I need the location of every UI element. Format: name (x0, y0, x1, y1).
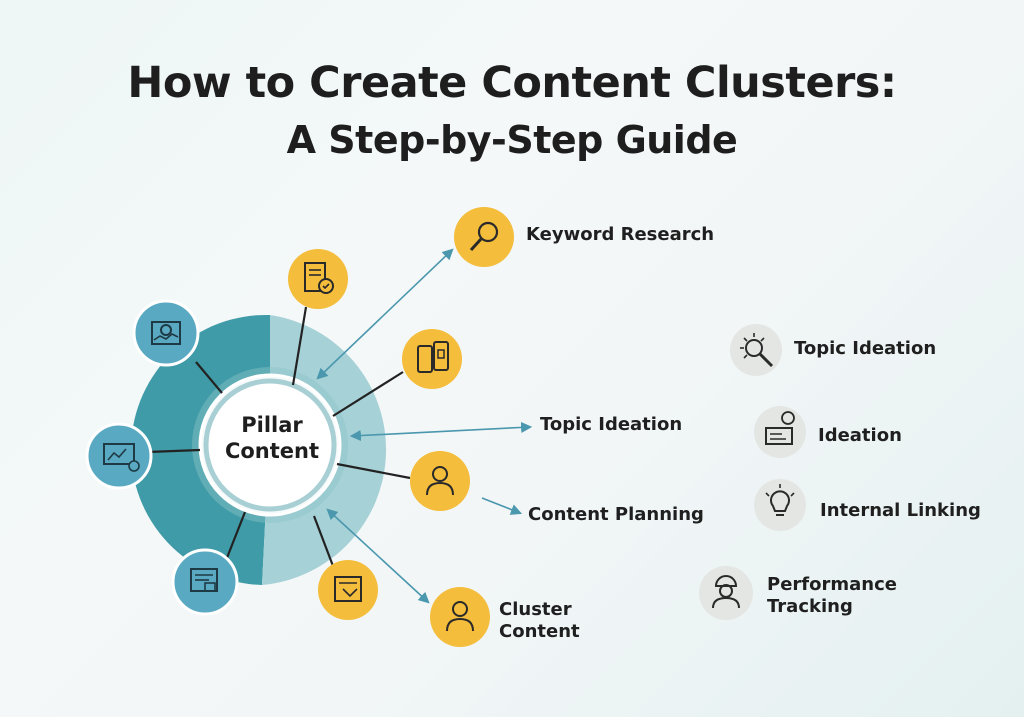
pillar-label-line1: Pillar (241, 413, 303, 437)
idea-burst-icon (730, 324, 782, 376)
title-line-2: A Step-by-Step Guide (286, 118, 738, 162)
pillar-label-line2: Content (224, 439, 320, 463)
lightbulb-screen-icon (754, 406, 806, 458)
cluster-person-icon (430, 587, 490, 647)
report-icon (171, 548, 239, 616)
lightbulb-icon (754, 479, 806, 531)
title-line-1: How to Create Content Clusters: (127, 58, 897, 108)
worker-icon (699, 566, 753, 620)
arrow-cluster-content (326, 508, 430, 604)
label-performance-tracking: Performance Tracking (767, 574, 897, 618)
person-icon (410, 451, 470, 511)
pillar-content-label: Pillar Content (205, 412, 339, 464)
label-cluster-content-line2: Content (499, 621, 580, 642)
label-internal-linking: Internal Linking (820, 500, 981, 521)
arrows (316, 248, 533, 604)
label-keyword-research: Keyword Research (526, 224, 715, 245)
devices-icon (402, 329, 462, 389)
label-cluster-content: Cluster Content (499, 599, 580, 643)
magnifier-icon (454, 207, 514, 267)
label-topic-ideation-mid: Topic Ideation (540, 414, 683, 435)
arrow-topic-ideation (349, 421, 533, 442)
label-cluster-content-line1: Cluster (499, 599, 572, 620)
label-performance-line2: Tracking (767, 596, 853, 617)
map-analytics-icon (132, 299, 200, 367)
arrow-content-planning (481, 497, 523, 515)
label-ideation: Ideation (818, 425, 902, 446)
label-content-planning: Content Planning (528, 504, 704, 525)
label-topic-ideation-right: Topic Ideation (794, 338, 937, 359)
arrow-keyword-research (316, 248, 454, 380)
monitor-chart-icon (85, 422, 153, 490)
label-performance-line1: Performance (767, 574, 897, 595)
document-check-icon (288, 249, 348, 309)
newsletter-icon (318, 560, 378, 620)
